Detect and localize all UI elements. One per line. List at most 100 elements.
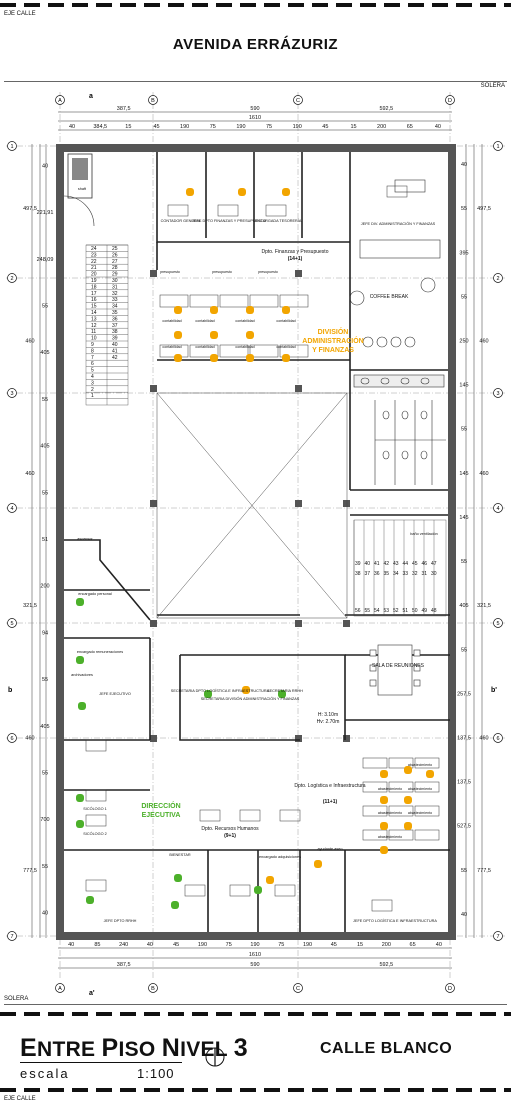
dim-left-inner: 55 (42, 677, 48, 683)
dim-right-outer: 460 (479, 736, 488, 742)
dim-left-inner: 51 (42, 537, 48, 543)
dim-left-outer: 777,5 (23, 868, 37, 874)
void (156, 392, 348, 619)
label-division-1: DIVISIÓN (318, 327, 349, 336)
chairs (76, 188, 434, 909)
stair-number-right: 36 (112, 316, 118, 322)
axis-bubble-2 (493, 273, 503, 283)
chair (76, 598, 84, 606)
axis-letter-A: A (58, 986, 62, 992)
label-abastecimiento: abastecimiento (378, 811, 402, 815)
stair-number-left: 10 (91, 336, 97, 342)
coffee-tables (349, 179, 441, 348)
dim-left-outer: 321,5 (23, 603, 37, 609)
dim-bottom-row3: 590 (250, 962, 259, 968)
dim-right-inner: 395 (459, 250, 468, 256)
dim-top-row1: 387,5 (117, 106, 131, 112)
label-contabilidad: contabilidad (276, 345, 295, 349)
axis-bubble-3 (493, 388, 503, 398)
label-dpto-rrhh-count: (9+1) (224, 833, 236, 839)
stair-number-right: 25 (112, 246, 118, 252)
dim-left-outer: 460 (25, 471, 34, 477)
label-bienestar: BIENESTAR (169, 853, 190, 857)
label-division-2: ADMINISTRACIÓN (302, 336, 363, 345)
axis-number-7: 7 (10, 934, 13, 940)
dim-left-inner: 200 (40, 584, 49, 590)
label-abastecimiento: abastecimiento (408, 811, 432, 815)
desk (265, 204, 287, 217)
label-contabilidad: contabilidad (195, 345, 214, 349)
label-jefe-rrhh: JEFE DPTO RRHH (104, 919, 137, 923)
dim-left-outer: 460 (25, 736, 34, 742)
stair-number-left: 8 (91, 348, 94, 354)
chair (174, 874, 182, 882)
stair-right-number-bottom: 49 (422, 608, 428, 614)
chair (380, 846, 388, 854)
solera-line-bottom (4, 1004, 507, 1005)
label-presupuesto: presupuesto (160, 270, 180, 274)
chair (210, 331, 218, 339)
label-encargado-adq: encargado adquisiciones (259, 855, 301, 859)
solera-line-top (4, 81, 507, 82)
workstation-logistica (388, 829, 414, 841)
stair-right-number-top: 39 (355, 561, 361, 567)
desk (386, 185, 408, 198)
dim-top-row3: 75 (266, 124, 272, 130)
stair-number-right: 30 (112, 278, 118, 284)
stair-number-left: 16 (91, 297, 97, 303)
stair-number-left: 7 (91, 355, 94, 361)
stair-number-left: 23 (91, 252, 97, 258)
scale-value: 1:100 (137, 1066, 175, 1081)
desk (279, 809, 301, 822)
workstation-logistica (414, 781, 440, 793)
axis-bubble-1 (493, 141, 503, 151)
top-border-dashes (0, 3, 511, 7)
stair-number-left: 1 (91, 393, 94, 399)
label-jefe-admin: JEFE DIV. ADMINISTRACIÓN Y FINANZAS (361, 221, 436, 226)
stair-number-left: 21 (91, 265, 97, 271)
stair-number-left: 20 (91, 272, 97, 278)
meeting-table (369, 644, 421, 696)
dim-left-outer: 460 (25, 339, 34, 345)
axis-bubble-6 (493, 733, 503, 743)
label-psicologo2: SICÓLOGO 2 (83, 831, 106, 836)
desk (217, 204, 239, 217)
dim-bottom-row1: 75 (226, 942, 232, 948)
chair (282, 306, 290, 314)
dim-top-row3: 200 (377, 124, 386, 130)
label-jefe-logistica: JEFE DPTO LOGÍSTICA E INFRAESTRUCTURA (353, 919, 437, 923)
label-contabilidad: contabilidad (235, 319, 254, 323)
stair-number-left: 17 (91, 291, 97, 297)
stair-number-right: 35 (112, 310, 118, 316)
label-abastecimiento: abastecimiento (408, 787, 432, 791)
workstation-finanzas (159, 294, 189, 308)
workstation-finanzas (189, 294, 219, 308)
workstation-logistica (362, 757, 388, 769)
axis-number-5: 5 (496, 621, 499, 627)
dim-left-inner: 55 (42, 771, 48, 777)
axis-bubble-4 (493, 503, 503, 513)
dim-left-inner: 40 (42, 163, 48, 169)
scale-label: escala (20, 1066, 70, 1081)
axis-bubble-A (55, 95, 65, 105)
stair-right-number-mid: 33 (403, 571, 409, 577)
chair (246, 354, 254, 362)
dim-left-outer: 497,5 (23, 206, 37, 212)
solera-top: SOLERA (480, 83, 505, 89)
stair-number-left: 3 (91, 380, 94, 386)
axis-number-6: 6 (496, 736, 499, 742)
axis-bubble-C (293, 983, 303, 993)
dim-left-inner: 405 (40, 724, 49, 730)
dim-left-inner: 248,09 (37, 257, 54, 263)
dim-bottom-row1: 65 (410, 942, 416, 948)
dim-right-inner: 145 (459, 471, 468, 477)
axis-bubble-4 (7, 503, 17, 513)
chair (78, 702, 86, 710)
section-a-bottom: a' (89, 990, 95, 997)
dim-top-row3: 384,5 (93, 124, 107, 130)
stair-number-right: 41 (112, 348, 118, 354)
chair (404, 796, 412, 804)
stair-number-right: 33 (112, 297, 118, 303)
chair (246, 331, 254, 339)
chair (242, 686, 250, 694)
